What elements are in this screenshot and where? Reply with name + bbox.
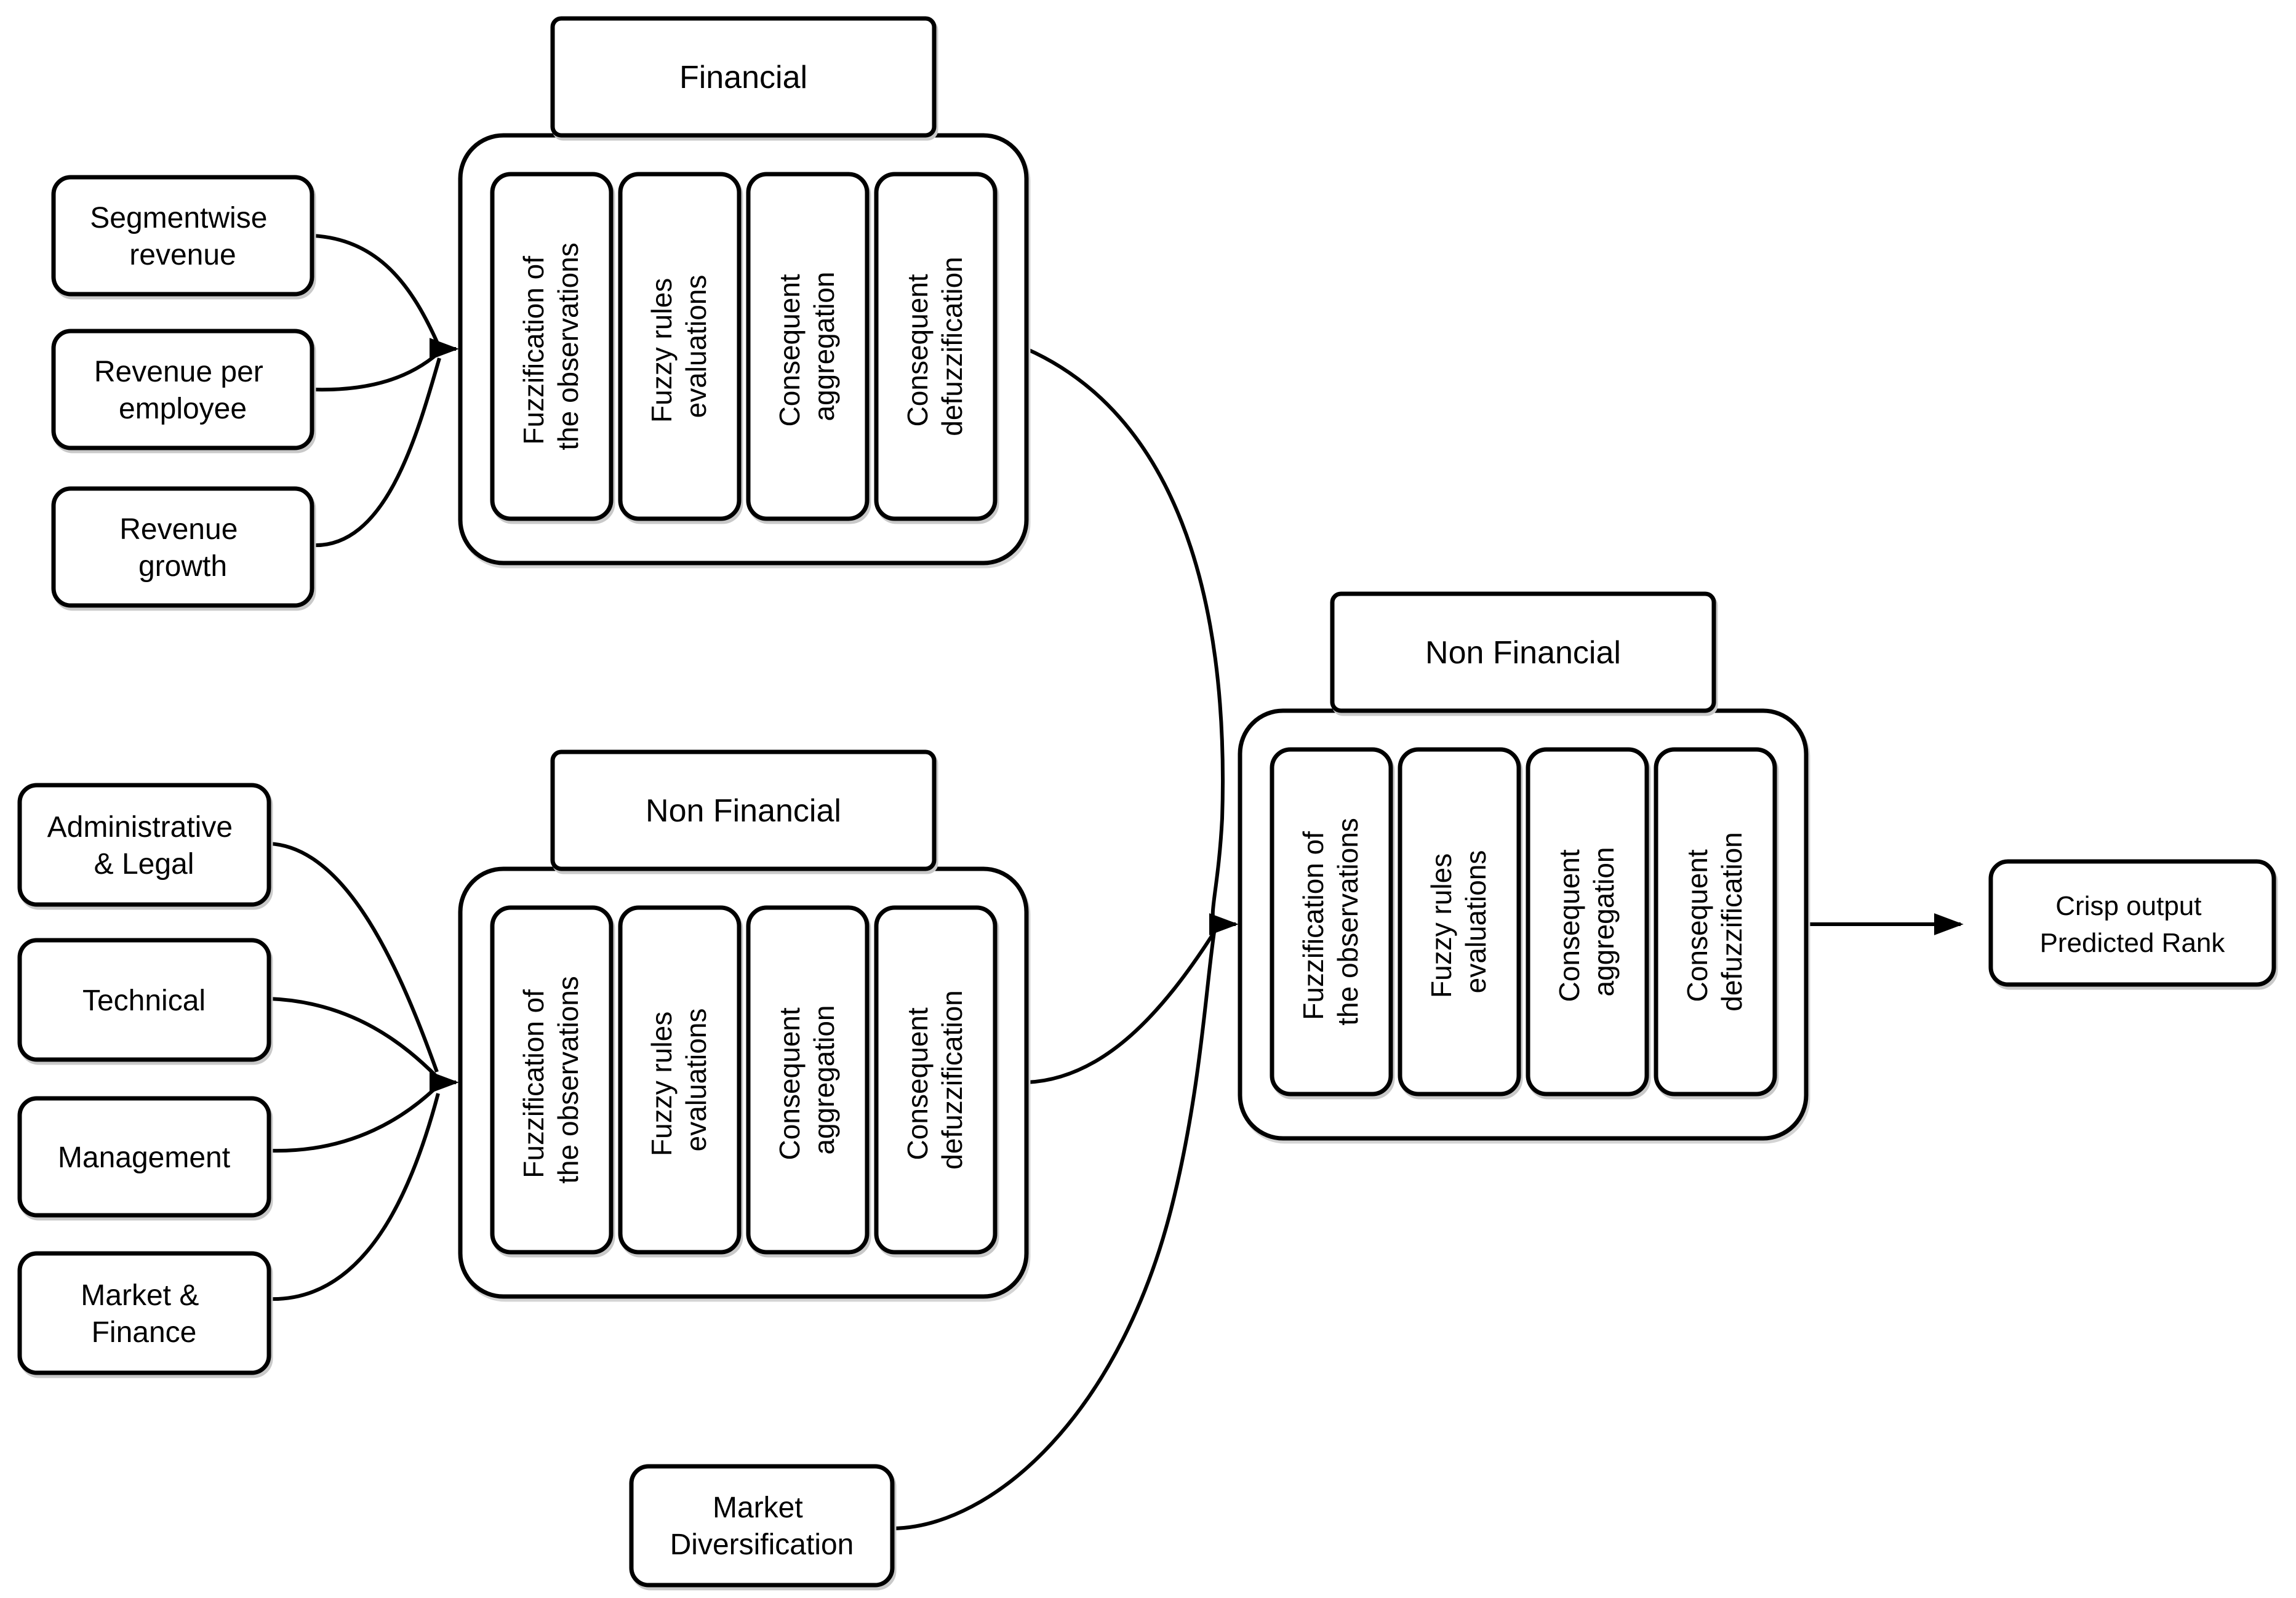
curve-market-diversification-to-aggregate xyxy=(892,927,1217,1530)
curve-segmentwise-to-financial xyxy=(311,234,440,346)
node-segmentwise-revenue: Segmentwise revenue xyxy=(51,175,314,297)
revenue-growth-label: Revenue growth xyxy=(119,513,246,583)
stage-fuzzy-rules-label: Fuzzy rules evaluations xyxy=(646,270,712,423)
crisp-output-box xyxy=(1988,859,2276,987)
curve-financial-block-to-aggregate xyxy=(1025,347,1225,924)
stage-consequent-aggregation-box xyxy=(1526,747,1649,1097)
aggregate-block-title: Non Financial xyxy=(1425,635,1621,671)
node-technical: Technical xyxy=(17,938,271,1062)
stage-fuzzification-label: Fuzzification of the observations xyxy=(518,242,584,450)
stage-fuzzification-label: Fuzzification of the observations xyxy=(1297,818,1364,1026)
crisp-output-label: Crisp output Predicted Rank xyxy=(2040,891,2226,958)
market-finance-label: Market & Finance xyxy=(81,1279,207,1349)
revenue-per-employee-label: Revenue per employee xyxy=(94,356,271,425)
market-diversification-label: Market Diversification xyxy=(670,1492,854,1561)
administrative-legal-label: Administrative & Legal xyxy=(47,811,241,881)
stage-consequent-aggregation-label: Consequent aggregation xyxy=(774,266,840,427)
financial-block-title: Financial xyxy=(679,60,807,95)
financial-fis-block: Financial Fuzzification of the observati… xyxy=(458,16,1029,565)
technical-box xyxy=(17,938,271,1062)
stage-consequent-defuzzification-box xyxy=(1654,747,1777,1097)
stage-fuzzification-box xyxy=(1270,747,1393,1097)
stage-consequent-defuzzification-label: Consequent defuzzification xyxy=(902,990,968,1170)
stage-fuzzy-rules-label: Fuzzy rules evaluations xyxy=(646,1004,712,1156)
stage-fuzzification-box xyxy=(490,172,614,521)
stage-consequent-defuzzification-label: Consequent defuzzification xyxy=(902,257,968,436)
stage-consequent-aggregation-label: Consequent aggregation xyxy=(774,1000,840,1161)
non-financial-block-title-box xyxy=(550,749,937,871)
stage-fuzzy-rules-box xyxy=(1398,747,1521,1097)
non-financial-input-arrows xyxy=(268,842,459,1301)
stage-consequent-aggregation-box xyxy=(746,905,870,1255)
management-box xyxy=(17,1096,271,1218)
market-finance-box xyxy=(17,1251,271,1375)
node-market-diversification: Market Diversification xyxy=(629,1464,895,1588)
stage-consequent-defuzzification-box xyxy=(874,905,998,1255)
aggregate-block-title-box xyxy=(1330,591,1716,713)
aggregate-input-arrows xyxy=(892,347,1239,1530)
financial-block-title-box xyxy=(550,16,937,138)
stage-fuzzification-label: Fuzzification of the observations xyxy=(518,976,584,1184)
curve-administrative-legal-to-nonfinancial xyxy=(268,842,439,1073)
technical-label: Technical xyxy=(82,985,206,1017)
curve-nonfinancial-block-to-aggregate xyxy=(1026,929,1217,1084)
administrative-legal-box xyxy=(17,783,271,907)
stage-fuzzy-rules-box xyxy=(618,172,742,521)
stage-consequent-defuzzification-box xyxy=(874,172,998,521)
segmentwise-revenue-box xyxy=(51,175,314,297)
curve-revenue-growth-to-financial xyxy=(311,358,441,548)
revenue-per-employee-box xyxy=(51,329,314,450)
node-management: Management xyxy=(17,1096,271,1218)
curve-management-to-nonfinancial xyxy=(268,1085,439,1153)
stage-fuzzy-rules-label: Fuzzy rules evaluations xyxy=(1425,845,1492,998)
stage-consequent-defuzzification-label: Consequent defuzzification xyxy=(1681,832,1748,1012)
node-administrative-legal: Administrative & Legal xyxy=(17,783,271,907)
stage-consequent-aggregation-label: Consequent aggregation xyxy=(1553,842,1620,1002)
aggregate-fis-block: Non Financial Fuzzification of the obser… xyxy=(1238,591,1809,1141)
stage-fuzzification-box xyxy=(490,905,614,1255)
segmentwise-revenue-label: Segmentwise revenue xyxy=(90,202,275,271)
stage-consequent-aggregation-box xyxy=(746,172,870,521)
curve-technical-to-nonfinancial xyxy=(268,997,439,1079)
node-revenue-per-employee: Revenue per employee xyxy=(51,329,314,450)
non-financial-block-title: Non Financial xyxy=(646,793,841,829)
financial-input-arrows xyxy=(311,234,459,548)
non-financial-fis-block: Non Financial Fuzzification of the obser… xyxy=(458,749,1029,1299)
market-diversification-box xyxy=(629,1464,895,1588)
curve-market-finance-to-nonfinancial xyxy=(268,1093,440,1301)
curve-revenue-per-employee-to-financial xyxy=(311,351,439,392)
node-crisp-output: Crisp output Predicted Rank xyxy=(1988,859,2276,987)
stage-fuzzy-rules-box xyxy=(618,905,742,1255)
node-market-finance: Market & Finance xyxy=(17,1251,271,1375)
management-label: Management xyxy=(58,1141,230,1174)
revenue-growth-box xyxy=(51,486,314,608)
node-revenue-growth: Revenue growth xyxy=(51,486,314,608)
